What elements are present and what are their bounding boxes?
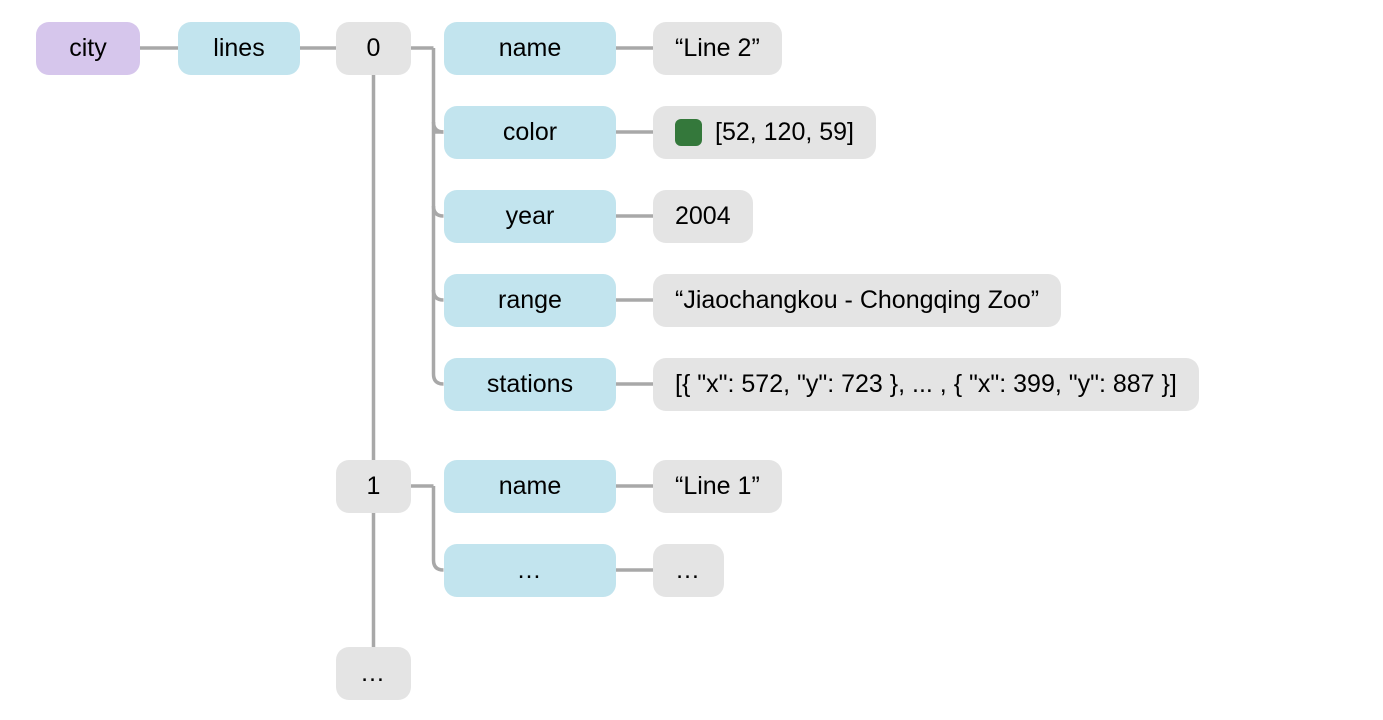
node-key-stations[interactable]: stations	[444, 358, 616, 411]
elbow-0-range	[431, 289, 444, 302]
node-key-color-label: color	[502, 118, 558, 146]
node-value-name-text: “Line 2”	[675, 34, 760, 62]
node-key-name-1[interactable]: name	[444, 460, 616, 513]
node-key-stations-label: stations	[486, 370, 574, 398]
node-key-range[interactable]: range	[444, 274, 616, 327]
node-index-1-label: 1	[366, 472, 381, 500]
node-key-lines[interactable]: lines	[178, 22, 300, 75]
elbow-0-color	[431, 121, 444, 134]
elbow-0-year	[431, 205, 444, 218]
node-key-name[interactable]: name	[444, 22, 616, 75]
node-value-name-1-text: “Line 1”	[675, 472, 760, 500]
node-root-city-label: city	[69, 34, 107, 62]
node-root-city[interactable]: city	[36, 22, 140, 75]
node-key-lines-label: lines	[213, 34, 265, 62]
node-index-1[interactable]: 1	[336, 460, 411, 513]
node-key-ellipsis-label: …	[516, 556, 544, 584]
node-value-name[interactable]: “Line 2”	[653, 22, 782, 75]
node-key-ellipsis[interactable]: …	[444, 544, 616, 597]
node-value-range-text: “Jiaochangkou - Chongqing Zoo”	[675, 286, 1040, 314]
node-value-range[interactable]: “Jiaochangkou - Chongqing Zoo”	[653, 274, 1062, 327]
node-value-ellipsis[interactable]: …	[653, 544, 724, 597]
node-value-year[interactable]: 2004	[653, 190, 753, 243]
node-value-name-1[interactable]: “Line 1”	[653, 460, 782, 513]
spine-1	[431, 486, 444, 572]
node-index-ellipsis[interactable]: …	[336, 647, 411, 700]
node-value-color-text: [52, 120, 59]	[715, 118, 855, 146]
node-index-ellipsis-label: …	[360, 659, 387, 687]
color-swatch-icon	[675, 119, 702, 146]
node-value-stations-text: [{ "x": 572, "y": 723 }, ... , { "x": 39…	[675, 370, 1177, 398]
node-key-range-label: range	[498, 286, 562, 314]
node-key-name-1-label: name	[498, 472, 562, 500]
node-key-year[interactable]: year	[444, 190, 616, 243]
node-value-stations[interactable]: [{ "x": 572, "y": 723 }, ... , { "x": 39…	[653, 358, 1199, 411]
node-key-name-label: name	[498, 34, 562, 62]
spine-0	[431, 48, 444, 386]
node-index-0-label: 0	[366, 34, 381, 62]
node-key-year-label: year	[505, 202, 555, 230]
node-index-0[interactable]: 0	[336, 22, 411, 75]
node-value-year-text: 2004	[675, 202, 731, 230]
node-value-color[interactable]: [52, 120, 59]	[653, 106, 877, 159]
node-value-ellipsis-text: …	[675, 556, 702, 584]
node-key-color[interactable]: color	[444, 106, 616, 159]
